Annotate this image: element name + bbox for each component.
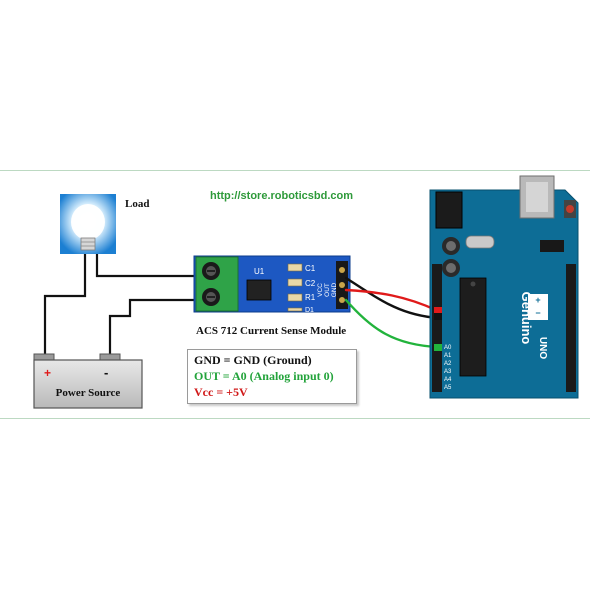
pin-label-out: OUT: [324, 283, 331, 297]
module-caption: ACS 712 Current Sense Module: [196, 325, 347, 337]
battery-icon: [33, 353, 143, 409]
light-bulb-icon: [60, 194, 116, 254]
power-source-label: Power Source: [56, 387, 121, 399]
analog-pin-a4: A4: [444, 377, 452, 383]
analog-pin-a5: A5: [444, 385, 452, 391]
svg-text:+: +: [535, 295, 540, 305]
analog-pin-a3: A3: [444, 369, 452, 375]
chip-label: U1: [254, 267, 265, 276]
signal-wires: [344, 276, 440, 349]
board-wire-connectors: [434, 307, 442, 351]
legend-vcc: Vcc = +5V: [194, 385, 248, 399]
acs712-module: [193, 255, 351, 313]
store-url: http://store.roboticsbd.com: [210, 190, 353, 202]
analog-pin-a1: A1: [444, 353, 452, 359]
analog-pin-a2: A2: [444, 361, 452, 367]
component-label-c1: C1: [305, 264, 316, 273]
component-label-c2: C2: [305, 279, 316, 288]
pin-legend: GND = GND (Ground) OUT = A0 (Analog inpu…: [187, 349, 357, 404]
top-divider: [0, 170, 590, 171]
analog-pin-a0: A0: [444, 345, 452, 351]
load-circuit-wires: [43, 254, 198, 357]
pin-label-gnd: GND: [331, 282, 338, 297]
component-label-r1: R1: [305, 293, 316, 302]
component-label-d1: D1: [305, 307, 314, 314]
legend-out: OUT = A0 (Analog input 0): [194, 369, 334, 383]
svg-text:−: −: [535, 308, 540, 318]
battery-minus-label: -: [104, 365, 108, 380]
arduino-board: + −: [429, 175, 579, 399]
load-label: Load: [125, 198, 150, 210]
legend-gnd: GND = GND (Ground): [194, 353, 312, 367]
board-model: UNO: [537, 337, 548, 359]
bottom-divider: [0, 418, 590, 419]
board-brand: Genuino: [519, 292, 534, 345]
pin-label-vcc: VCC: [317, 283, 324, 297]
battery-plus-label: +: [44, 366, 51, 380]
